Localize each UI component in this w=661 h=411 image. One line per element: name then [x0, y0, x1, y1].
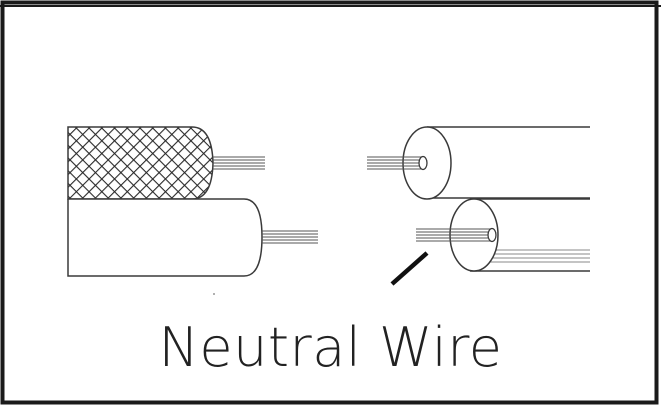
- insulated-conductor-strands-icon: [262, 230, 318, 244]
- upper-conductor-strands-icon: [367, 156, 422, 170]
- parallel-cable-end-icon: [367, 126, 590, 200]
- pointer-line-icon: [390, 251, 429, 286]
- braid-conductor-strands-icon: [213, 156, 265, 170]
- insulated-wire-icon: [67, 198, 318, 277]
- diagram-caption: Neutral Wire: [158, 316, 503, 379]
- stray-mark: [213, 293, 215, 295]
- neutral-cable-end-icon: [416, 198, 590, 272]
- braided-shield-cable-icon: [67, 126, 265, 200]
- neutral-conductor-strands-icon: [416, 228, 490, 242]
